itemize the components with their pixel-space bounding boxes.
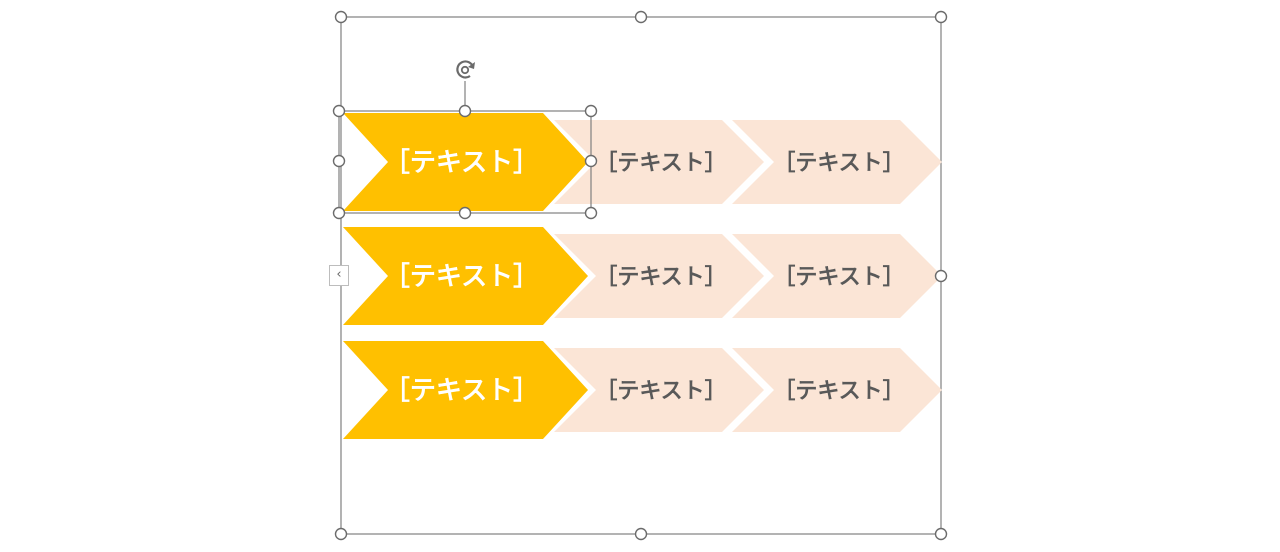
chevron-left-icon: ‹ [336, 267, 342, 282]
step-chevron-text: ［テキスト］ [595, 150, 726, 176]
text-pane-expand-button[interactable]: ‹ [329, 265, 349, 286]
step-chevron-shape[interactable] [554, 348, 764, 432]
smartart-row: ［テキスト］ ［テキスト］ ［テキスト］ [343, 113, 942, 211]
frame-resize-handle[interactable] [934, 10, 948, 24]
step-chevron-shape[interactable] [732, 234, 942, 318]
shape-resize-handle[interactable] [332, 154, 346, 168]
frame-resize-handle[interactable] [934, 269, 948, 283]
frame-resize-handle[interactable] [934, 527, 948, 541]
step-chevron-shape[interactable] [554, 120, 764, 204]
step-chevron-text: ［テキスト］ [773, 264, 904, 290]
shape-resize-handle[interactable] [584, 104, 598, 118]
shape-resize-handle[interactable] [584, 154, 598, 168]
shape-resize-handle[interactable] [458, 206, 472, 220]
step-chevron-text: ［テキスト］ [773, 150, 904, 176]
step-chevron-shape[interactable] [732, 348, 942, 432]
shape-resize-handle[interactable] [458, 104, 472, 118]
smartart-row: ［テキスト］ ［テキスト］ ［テキスト］ [343, 341, 942, 439]
frame-resize-handle[interactable] [334, 527, 348, 541]
main-chevron-shape[interactable] [343, 227, 588, 325]
frame-resize-handle[interactable] [634, 527, 648, 541]
step-chevron-text: ［テキスト］ [773, 378, 904, 404]
shape-resize-handle[interactable] [332, 104, 346, 118]
step-chevron-text: ［テキスト］ [595, 264, 726, 290]
rotate-icon[interactable] [455, 59, 477, 81]
frame-resize-handle[interactable] [334, 10, 348, 24]
smartart-diagram: ［テキスト］［テキスト］［テキスト］［テキスト］［テキスト］［テキスト］［テキス… [343, 113, 942, 439]
main-chevron-text: ［テキスト］ [384, 376, 539, 406]
step-chevron-shape[interactable] [554, 234, 764, 318]
main-chevron-shape[interactable] [343, 113, 588, 211]
shape-resize-handle[interactable] [584, 206, 598, 220]
frame-resize-handle[interactable] [634, 10, 648, 24]
main-chevron-text: ［テキスト］ [384, 148, 539, 178]
main-chevron-shape[interactable] [343, 341, 588, 439]
step-chevron-text: ［テキスト］ [595, 378, 726, 404]
step-chevron-shape[interactable] [732, 120, 942, 204]
main-chevron-text: ［テキスト］ [384, 262, 539, 292]
shape-resize-handle[interactable] [332, 206, 346, 220]
smartart-row: ［テキスト］ ［テキスト］ ［テキスト］ [343, 227, 942, 325]
